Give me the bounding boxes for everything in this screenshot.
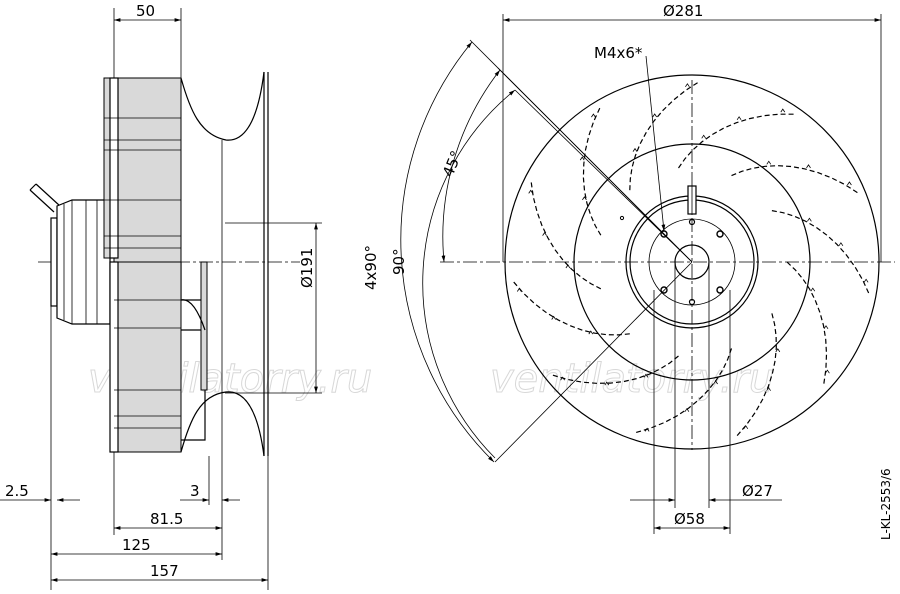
screw-label: M4x6* — [594, 44, 643, 62]
blade — [634, 348, 733, 434]
blade — [530, 181, 602, 290]
angle-90-label: 90° — [390, 248, 408, 275]
blade-rivet — [743, 425, 749, 430]
blade-rivet — [560, 376, 565, 381]
blade-rivet — [588, 330, 594, 335]
blade-rivet — [685, 83, 690, 88]
dim-27-58: Ø27 Ø58 — [630, 262, 782, 534]
dim-3-label: 3 — [190, 482, 200, 500]
blade-rivet — [644, 427, 650, 432]
front-view: Ø281 M4x6* 45° 4x90° 90° — [362, 2, 895, 534]
blade-rivet — [701, 134, 707, 139]
motor-hub — [50, 199, 111, 325]
hub-bolts — [619, 215, 724, 306]
inlet-shroud — [180, 71, 269, 457]
blades — [512, 81, 870, 437]
dim-281: Ø281 — [502, 2, 882, 262]
blade-rivet — [632, 147, 638, 152]
dim-125-label: 125 — [122, 536, 151, 554]
angle-45-label: 45° — [439, 148, 466, 179]
dim-281-label: Ø281 — [663, 2, 703, 20]
blade-rivet — [643, 373, 649, 378]
blade-rivet — [766, 386, 771, 391]
blade-rivet — [542, 231, 547, 236]
dim-191: Ø191 — [225, 222, 322, 394]
blade-rivet — [528, 189, 534, 194]
blade-rivet — [713, 380, 718, 385]
blade — [786, 261, 828, 385]
blade — [512, 280, 630, 336]
blade-rivet — [652, 113, 658, 118]
blade-rivet — [582, 196, 587, 201]
blade-rivet — [863, 278, 869, 283]
blade-rivet — [684, 407, 690, 412]
dim-58-label: Ø58 — [674, 510, 705, 528]
blade — [736, 313, 777, 437]
dim-191-label: Ø191 — [298, 248, 316, 288]
angle-4x90-label: 4x90° — [362, 245, 380, 290]
blade-rivet — [807, 217, 812, 222]
blade-rivet — [847, 181, 852, 186]
blade-rivet — [565, 264, 571, 269]
dim-50-label: 50 — [136, 2, 155, 20]
cable-outlet — [29, 183, 61, 213]
blade-rivet — [806, 164, 811, 169]
dim-157-label: 157 — [150, 562, 179, 580]
blade-rivet — [780, 108, 786, 113]
screw-callout: M4x6* — [594, 44, 666, 232]
blade-rivet — [838, 242, 844, 247]
blade — [629, 81, 699, 191]
dim-81-5-label: 81.5 — [150, 510, 183, 528]
dim-50: 50 — [113, 2, 182, 78]
blade-rivet — [825, 369, 830, 374]
blade-rivet — [579, 156, 585, 161]
blade — [551, 355, 679, 384]
side-view: 50 Ø191 2.5 3 81.5 125 — [0, 2, 322, 590]
watermark-right: ventilatorry.ru — [490, 356, 774, 402]
blade — [771, 210, 870, 295]
blade-rivet — [766, 160, 772, 165]
drawing-code: L-KL-2553/6 — [879, 468, 893, 540]
dim-2-5-label: 2.5 — [5, 482, 29, 500]
blade — [582, 106, 602, 236]
blade-rivet — [775, 348, 781, 353]
blade-rivet — [591, 113, 596, 118]
blade-rivet — [810, 287, 816, 292]
blade-rivet — [736, 116, 742, 121]
dim-bottom: 2.5 3 81.5 125 157 — [0, 306, 269, 590]
blade-rivet — [823, 325, 829, 330]
blade — [731, 165, 859, 194]
dim-27-label: Ø27 — [742, 482, 773, 500]
angle-dims: 45° 4x90° 90° — [362, 39, 693, 463]
blade — [678, 113, 795, 169]
outer-circle — [504, 74, 880, 450]
inlet-circle — [573, 143, 811, 381]
blade-rivet — [551, 315, 557, 320]
blade-rivet — [604, 381, 610, 386]
cable-stub — [687, 185, 697, 215]
blade-rivet — [516, 287, 522, 292]
